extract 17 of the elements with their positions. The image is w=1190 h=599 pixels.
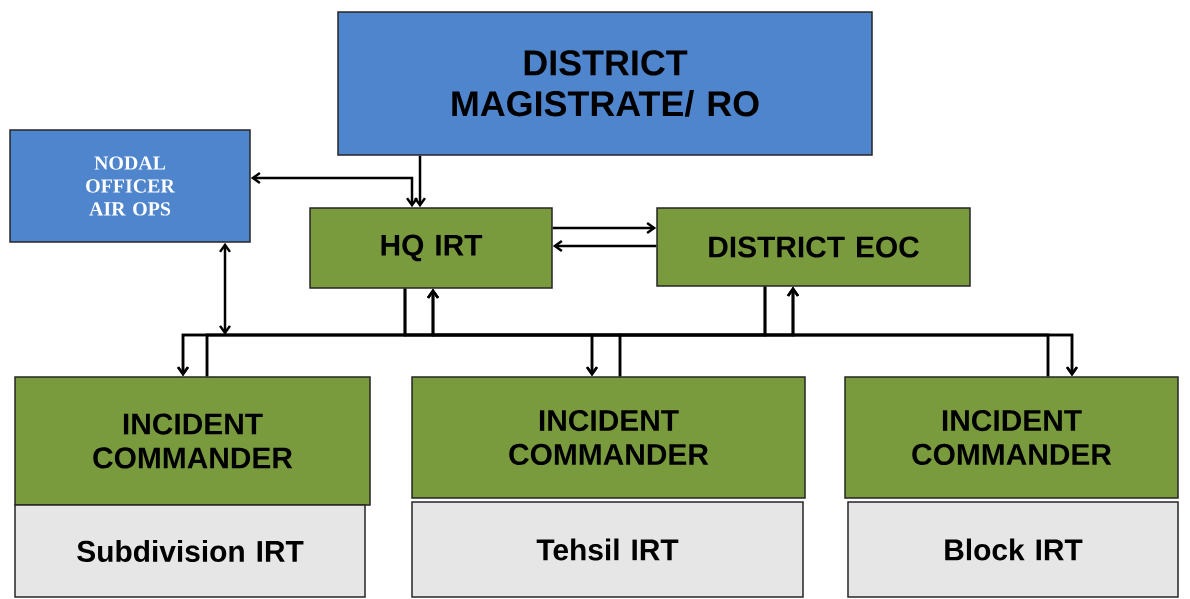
arrow: [787, 286, 1050, 377]
commander-box: INCIDENT COMMANDER: [14, 376, 371, 506]
arrow: [250, 172, 418, 208]
arrow: [552, 240, 657, 252]
title-box: DISTRICT MAGISTRATE/ RO: [337, 11, 873, 156]
team-box: Tehsil IRT: [411, 501, 804, 598]
team-box: Block IRT: [847, 501, 1179, 598]
team-box: Subdivision IRT: [14, 504, 366, 598]
arrow: [763, 286, 1078, 377]
team-box: HQ IRT: [309, 207, 553, 289]
commander-box: INCIDENT COMMANDER: [844, 376, 1179, 499]
arrow: [219, 242, 231, 335]
commander-box: INCIDENT COMMANDER: [411, 376, 806, 499]
centre-box: DISTRICT EOC: [656, 207, 971, 287]
arrow: [552, 222, 657, 234]
arrow: [414, 155, 426, 208]
officer-box: NODAL OFFICER AIR OPS: [9, 129, 251, 243]
